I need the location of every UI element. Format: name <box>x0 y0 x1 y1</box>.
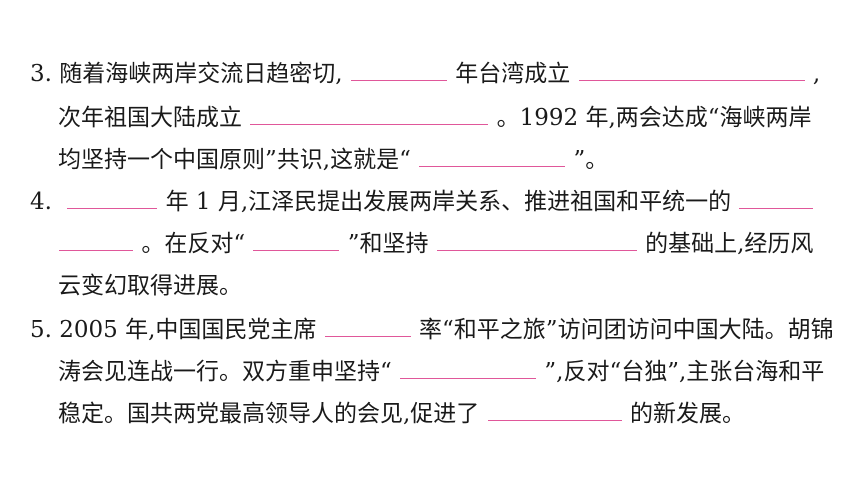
q5-line-1: 5. 2005 年,中国国民党主席 率“和平之旅”访问团访问中国大陆。胡锦 <box>30 310 834 350</box>
q3-line-1: 3. 随着海峡两岸交流日趋密切, 年台湾成立 , <box>30 54 820 94</box>
q5-line-3: 稳定。国共两党最高领导人的会见,促进了 的新发展。 <box>58 394 745 434</box>
q4-blank-proposal-part2[interactable] <box>59 232 133 251</box>
q3-blank-mainland-org[interactable] <box>250 106 489 125</box>
q5-number: 5. <box>30 317 52 343</box>
q3-number: 3. <box>30 61 52 87</box>
q3-blank-taiwan-org[interactable] <box>578 62 805 81</box>
q4-line-3: 云变幻取得进展。 <box>58 266 242 306</box>
q5-blank-development[interactable] <box>487 402 622 421</box>
q4-text-4: 的基础上,经历风 <box>645 231 814 257</box>
q4-number: 4. <box>30 189 52 215</box>
q4-blank-adhere[interactable] <box>436 232 637 251</box>
q4-line-1: 4. 年 1 月,江泽民提出发展两岸关系、推进祖国和平统一的 <box>30 182 814 222</box>
q5-text-6: 的新发展。 <box>629 401 745 427</box>
q3-text-6: 均坚持一个中国原则”共识,这就是“ <box>58 147 411 173</box>
q3-text-3: , <box>812 61 821 87</box>
q5-text-3: 涛会见连战一行。双方重申坚持“ <box>58 359 392 385</box>
q3-text-1: 随着海峡两岸交流日趋密切, <box>59 61 343 87</box>
q3-line-3: 均坚持一个中国原则”共识,这就是“ ”。 <box>58 140 608 180</box>
q4-blank-year[interactable] <box>67 190 158 209</box>
q5-blank-kmt-chair[interactable] <box>324 318 411 337</box>
q5-text-5: 稳定。国共两党最高领导人的会见,促进了 <box>58 401 480 427</box>
q5-line-2: 涛会见连战一行。双方重申坚持“ ”,反对“台独”,主张台海和平 <box>58 352 824 392</box>
q4-text-2: 。在反对“ <box>141 231 246 257</box>
q4-text-1: 年 1 月,江泽民提出发展两岸关系、推进祖国和平统一的 <box>165 189 732 215</box>
q3-text-7: ”。 <box>573 147 609 173</box>
q3-text-5: 。1992 年,两会达成“海峡两岸 <box>496 105 812 131</box>
q5-text-4: ”,反对“台独”,主张台海和平 <box>544 359 825 385</box>
q4-text-3: ”和坚持 <box>347 231 429 257</box>
q3-text-2: 年台湾成立 <box>455 61 571 87</box>
q5-blank-adhere[interactable] <box>400 360 537 379</box>
q3-line-2: 次年祖国大陆成立 。1992 年,两会达成“海峡两岸 <box>58 98 812 138</box>
q3-text-4: 次年祖国大陆成立 <box>58 105 242 131</box>
q4-text-5: 云变幻取得进展。 <box>58 273 242 299</box>
q4-line-2: 。在反对“ ”和坚持 的基础上,经历风 <box>58 224 813 264</box>
q5-text-1: 2005 年,中国国民党主席 <box>59 317 317 343</box>
q4-blank-proposal-part1[interactable] <box>739 190 814 209</box>
q5-text-2: 率“和平之旅”访问团访问中国大陆。胡锦 <box>419 317 834 343</box>
q3-blank-consensus[interactable] <box>419 148 566 167</box>
q4-blank-oppose[interactable] <box>253 232 340 251</box>
q3-blank-year[interactable] <box>350 62 447 81</box>
